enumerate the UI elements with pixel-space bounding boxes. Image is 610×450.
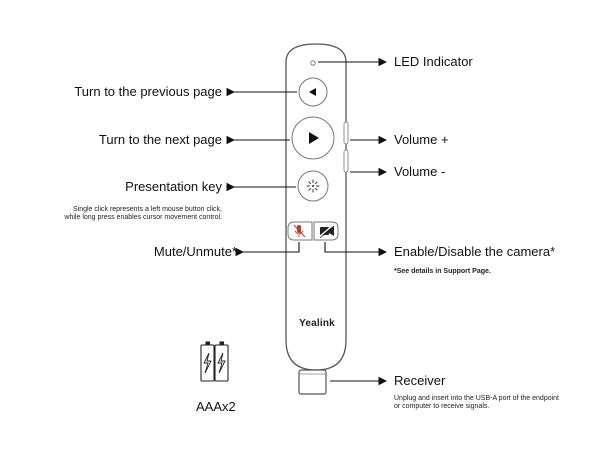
camera-label: Enable/Disable the camera* [394, 244, 556, 259]
presentation-note-line-1: Single click represents a left mouse but… [72, 206, 222, 213]
volume-down-label: Volume - [394, 164, 446, 179]
previous-page-button[interactable] [298, 77, 328, 107]
brand-logo: Yealink [299, 318, 335, 329]
battery-label: AAAx2 [196, 399, 236, 414]
triangle-right-icon [309, 132, 319, 144]
receiver-label: Receiver [394, 373, 446, 388]
mute-button[interactable] [287, 221, 313, 241]
led-indicator [310, 60, 316, 66]
support-note: *See details in Support Page. [394, 268, 491, 275]
battery-icon [200, 341, 229, 382]
previous-page-label: Turn to the previous page [74, 84, 222, 99]
volume-up-label: Volume + [394, 132, 449, 147]
led-indicator-label: LED Indicator [394, 54, 473, 69]
leader-lines [226, 57, 388, 386]
muted-mic-icon [293, 224, 306, 238]
receiver-note-line-2: or computer to receive signals. [394, 403, 490, 410]
laser-pointer-icon [306, 179, 320, 193]
receiver-note-line-1: Unplug and insert into the USB-A port of… [394, 395, 559, 402]
mute-label: Mute/Unmute* [153, 244, 237, 259]
presentation-key-label: Presentation key [125, 179, 222, 194]
camera-button[interactable] [313, 221, 339, 241]
triangle-left-icon [309, 88, 316, 96]
camera-off-icon [318, 224, 335, 239]
presentation-key-button[interactable] [297, 170, 329, 202]
next-page-label: Turn to the next page [98, 132, 222, 147]
next-page-button[interactable] [291, 116, 335, 160]
presentation-note-line-2: while long press enables cursor movement… [64, 214, 222, 221]
